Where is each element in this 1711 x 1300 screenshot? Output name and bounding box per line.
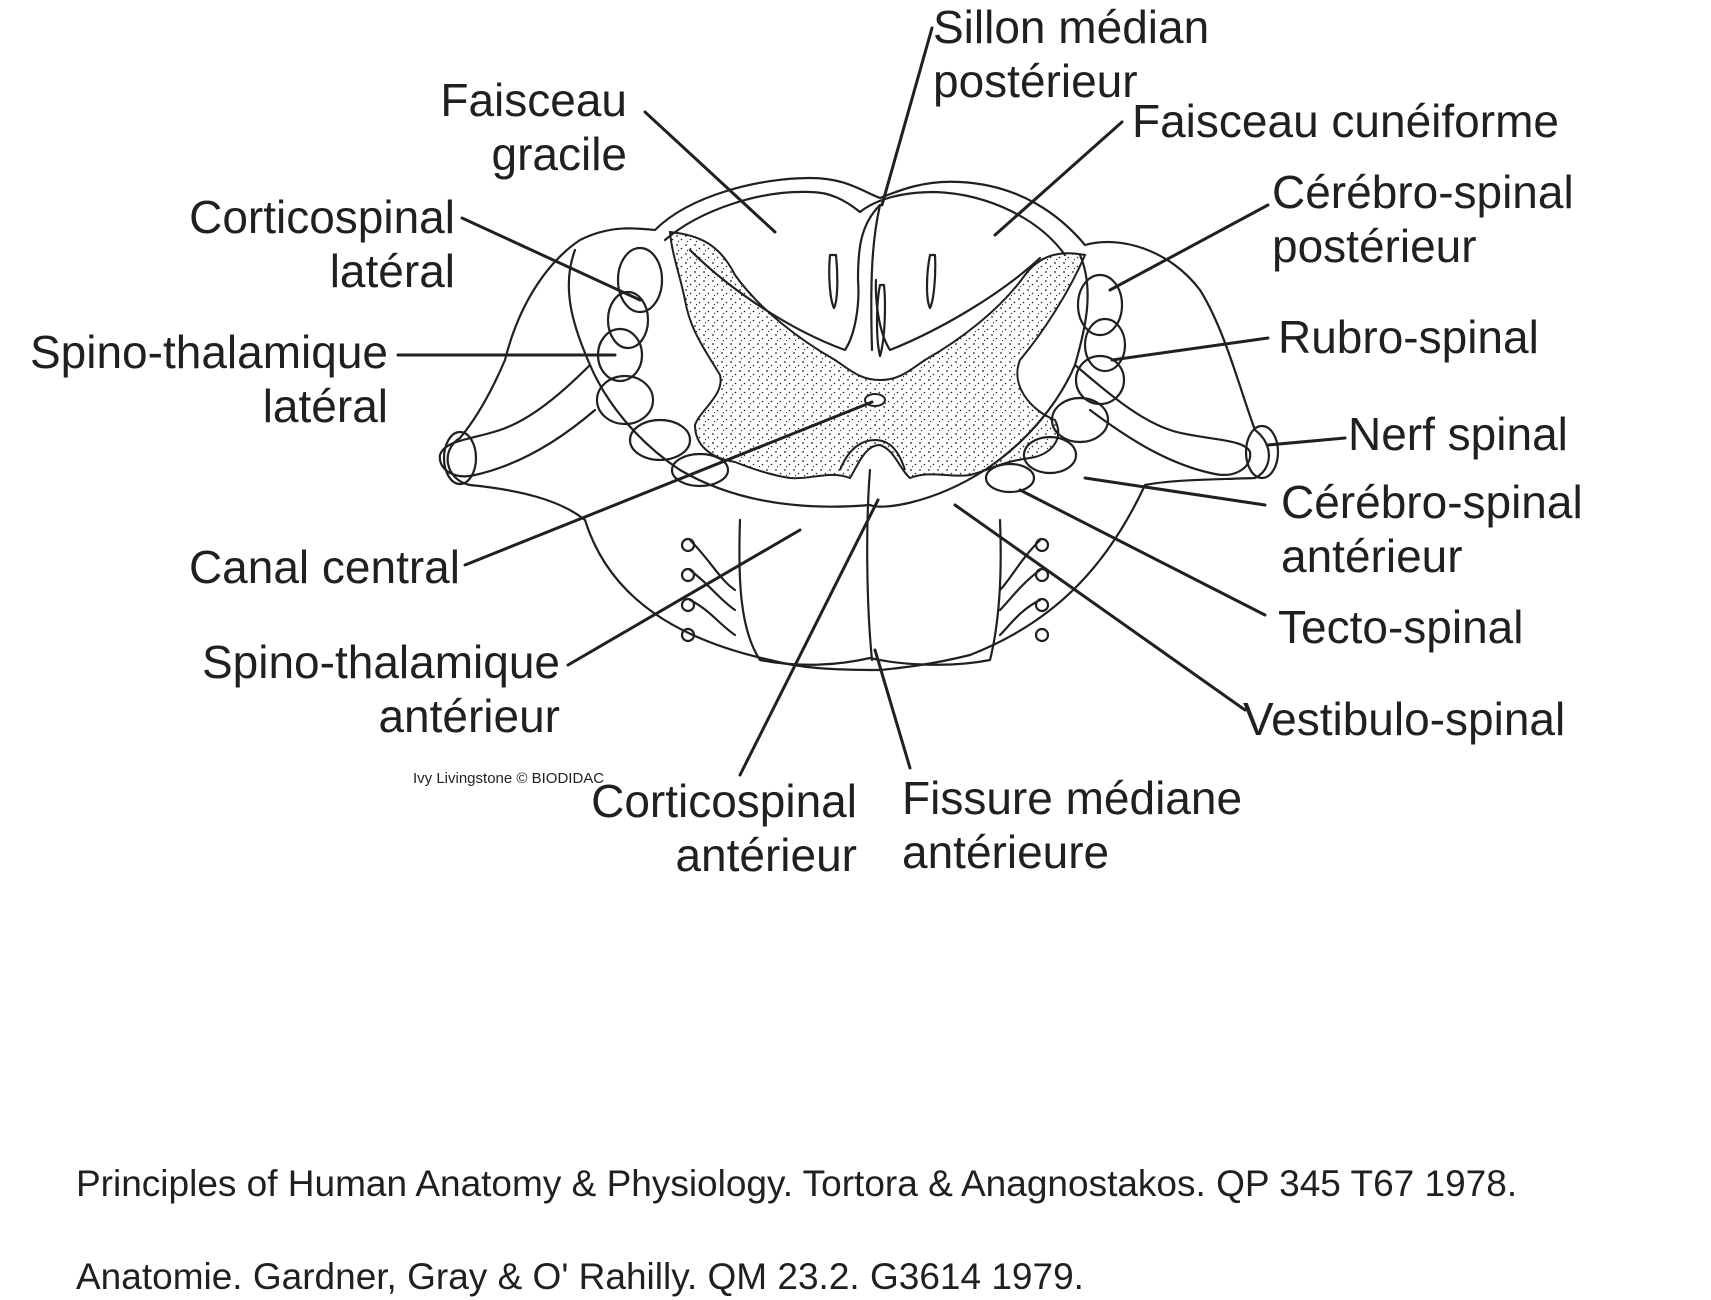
leader-faisceau-cuneiforme [993,120,1124,237]
tract-oval-right-4 [1050,396,1110,444]
anterior-median-fissure [866,468,874,662]
label-cerebro-spinal-anterieur: Cérébro-spinal antérieur [1281,476,1583,582]
label-faisceau-cuneiforme: Faisceau cunéiforme [1132,95,1559,147]
leader-cerebro-spinal-posterieur [1108,203,1270,292]
nerve-end-left [442,430,478,486]
posterior-median-sulcus [870,203,882,352]
label-corticospinal-anterieur: Corticospinal antérieur [591,775,857,881]
leader-canal-central [463,400,874,567]
label-canal-central: Canal central [188,541,460,593]
label-spino-thalamique-anterieur: Spino-thalamique antérieur [201,636,560,742]
grey-matter [668,230,1087,480]
tract-oval-right-2 [1083,317,1127,373]
label-vestibulo-spinal: Vestibulo-spinal [1243,693,1566,745]
spinal-nerve-right [1073,363,1252,476]
leader-fissure-mediane [873,648,912,770]
tract-oval-right-3 [1074,354,1126,406]
label-nerf-spinal: Nerf spinal [1348,408,1568,460]
tract-oval-left-4 [595,374,655,426]
label-rubro-spinal: Rubro-spinal [1278,311,1539,363]
label-fissure-mediane-anterieure: Fissure médiane antérieure [902,772,1243,878]
label-sillon-median-posterieur: Sillon médian postérieur [933,1,1210,107]
nerve-end-right [1244,424,1280,480]
tract-oval-left-5 [628,418,692,462]
label-cerebro-spinal-posterieur: Cérébro-spinal postérieur [1272,166,1574,272]
cord-outline [446,176,1270,672]
reference-2: Anatomie. Gardner, Gray & O' Rahilly. QM… [76,1256,1084,1297]
leader-vestibulo-spinal [953,503,1247,712]
leader-tecto-spinal [1018,488,1267,617]
label-faisceau-gracile: Faisceau gracile [440,74,627,180]
tract-oval-left-2 [606,290,650,350]
label-spino-thalamique-lateral: Spino-thalamique latéral [29,326,388,432]
spinal-nerve-left [438,363,597,478]
tract-oval-right-1 [1076,273,1124,337]
leader-corticospinal-anterieur [738,498,880,777]
leader-faisceau-gracile [643,110,777,234]
leader-rubro-spinal [1110,336,1270,362]
leader-sillon-median [880,26,934,207]
leader-nerf-spinal [1266,436,1347,447]
tract-oval-right-6 [984,462,1036,494]
posterior-columns [663,190,1067,257]
illustration-credit: Ivy Livingstone © BIODIDAC [413,770,605,787]
anterior-columns [738,518,1002,666]
leader-corticospinal-lateral [460,216,642,302]
tract-oval-left-1 [616,246,664,314]
label-corticospinal-lateral: Corticospinal latéral [189,191,455,297]
leader-cerebro-spinal-anterieur [1083,476,1267,507]
tract-oval-left-6 [670,452,730,488]
leader-spino-thalamique-anterieur [566,528,802,667]
reference-1: Principles of Human Anatomy & Physiology… [76,1163,1518,1204]
label-tecto-spinal: Tecto-spinal [1278,601,1524,653]
